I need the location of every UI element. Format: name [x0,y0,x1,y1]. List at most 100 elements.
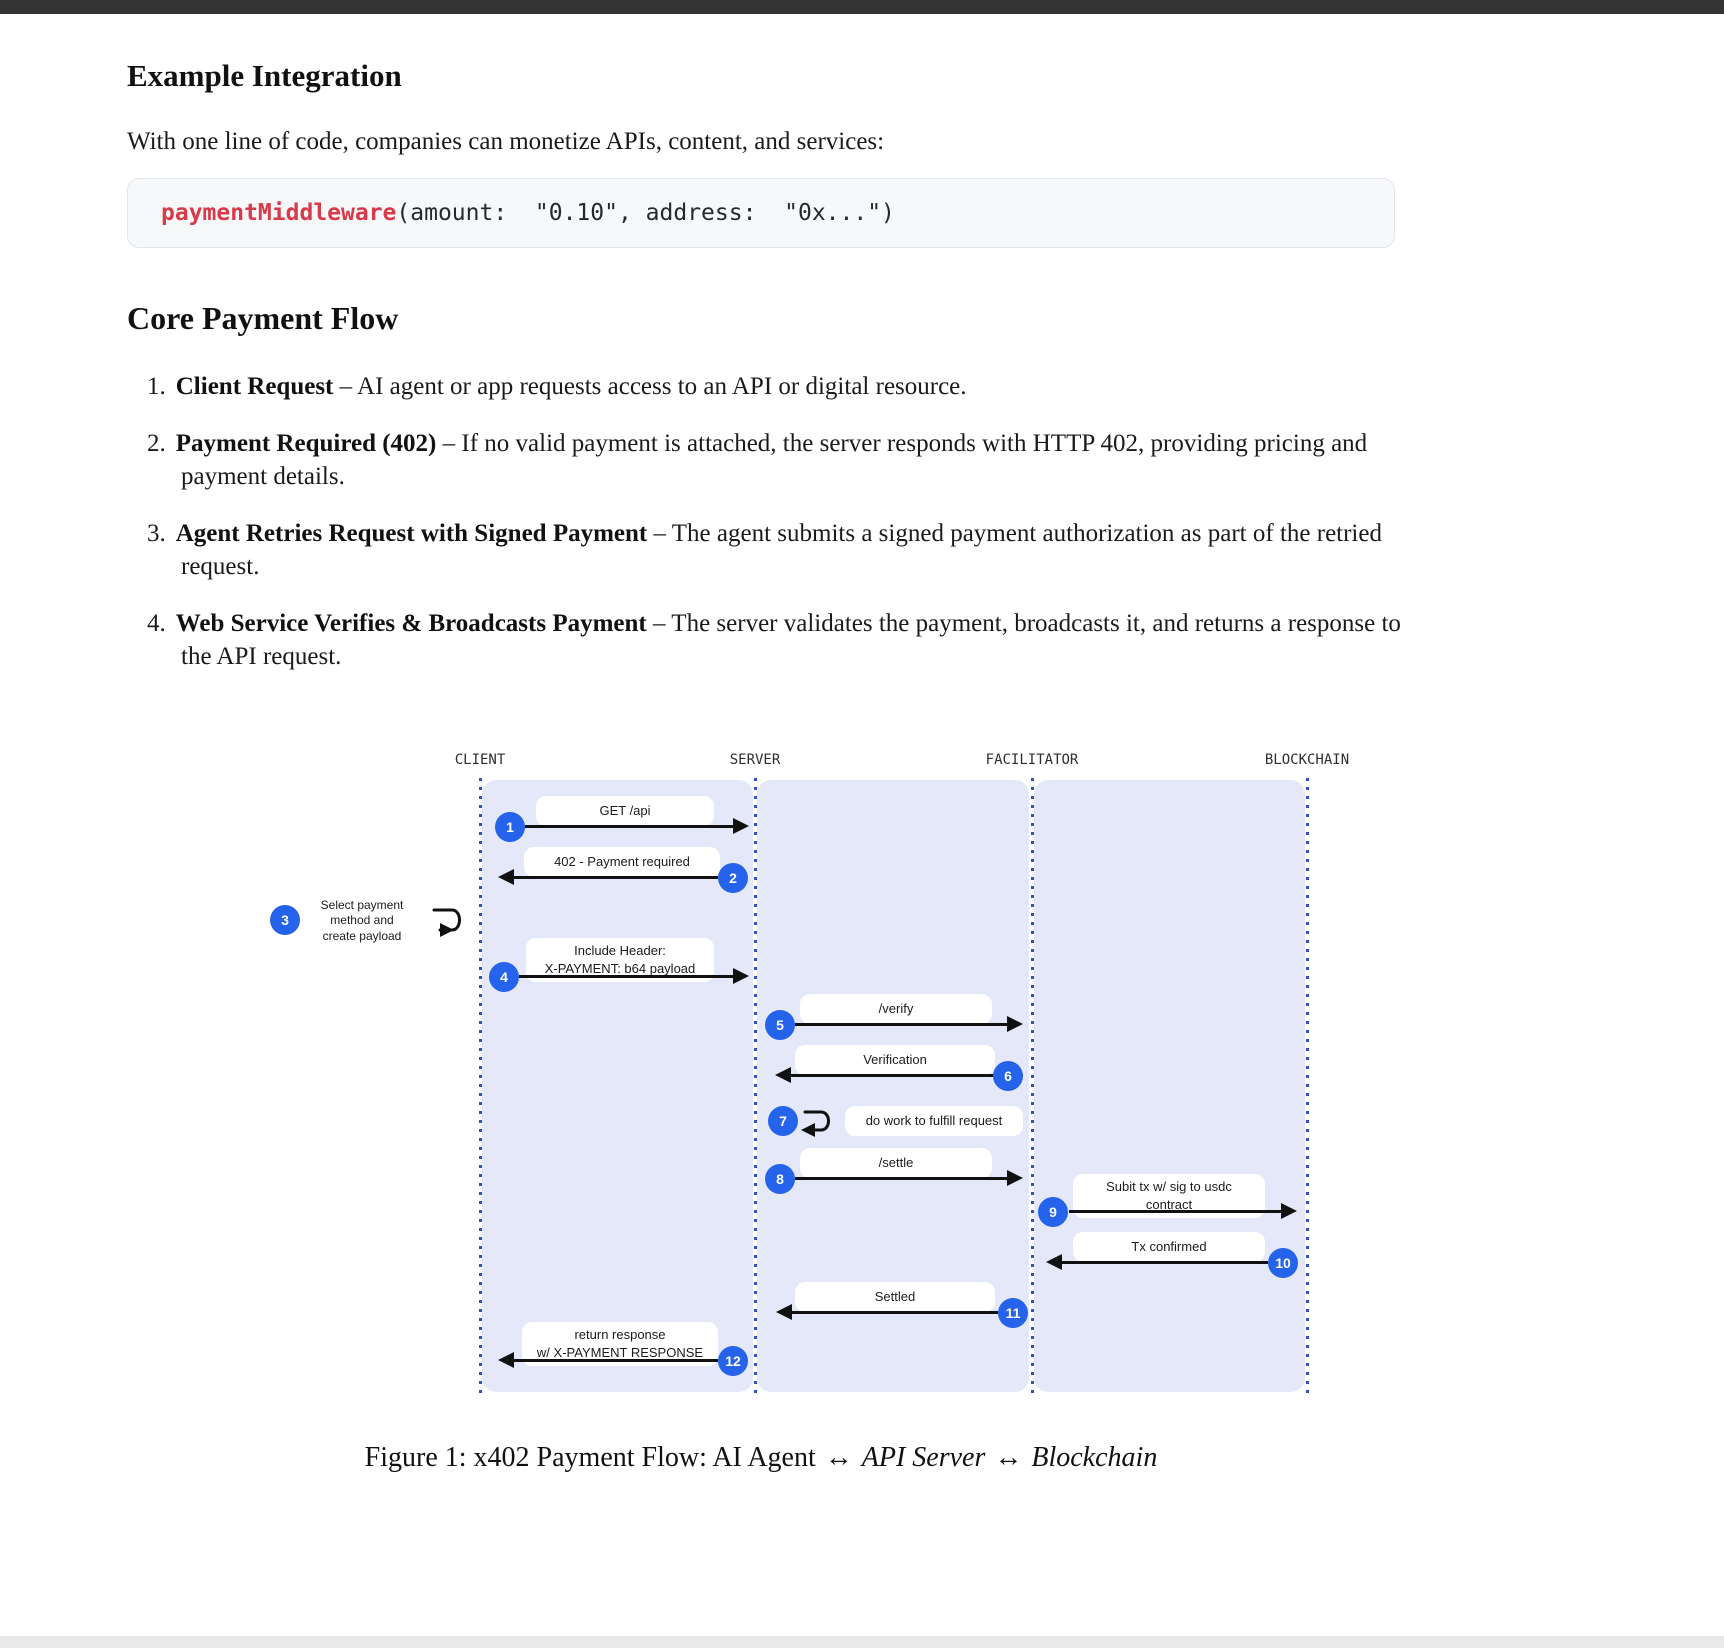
panel-client-server [482,780,753,1392]
lifeline-label-blockchain: BLOCKCHAIN [1264,752,1350,768]
lifeline-server [754,778,757,1394]
caption-entity-blockchain: Blockchain [1031,1442,1158,1473]
list-item-text: – If no valid payment is attached, the s… [181,430,1368,490]
message-12-text-line2: w/ X-PAYMENT RESPONSE [536,1345,704,1360]
window-top-bar [0,0,1724,14]
message-8-text: /settle [878,1154,914,1170]
step-9-badge: 9 [1038,1197,1068,1227]
message-8-arrow [795,1177,1007,1180]
figure-caption: Figure 1: x402 Payment Flow: AI Agent ↔ AP… [127,1442,1395,1474]
list-item-title: Web Service Verifies & Broadcasts Paymen… [175,610,647,637]
message-3-text-line2: method and [330,913,394,928]
arrowhead-right-icon [733,818,749,834]
lifeline-label-facilitator: FACILITATOR [985,752,1079,768]
message-5-arrow [795,1023,1007,1026]
self-loop-arrow-icon [801,1110,830,1137]
message-1-label: GET /api [536,796,714,826]
caption-entity-api-server: API Server [861,1442,986,1473]
arrowhead-right-icon [733,968,749,984]
message-10-text: Tx confirmed [1131,1238,1207,1254]
list-item-title: Client Request [175,373,334,400]
message-3-text-line3: create payload [322,928,402,943]
message-5-label: /verify [800,994,992,1024]
message-12-label: return response w/ X-PAYMENT RESPONSE [522,1322,718,1366]
list-item-title: Agent Retries Request with Signed Paymen… [175,520,648,547]
list-item: 1. Client Request – AI agent or app reque… [147,370,1409,403]
lifeline-client [479,778,482,1394]
numbered-list: 1. Client Request – AI agent or app reque… [147,370,1409,697]
code-snippet: paymentMiddleware(amount: "0.10", addres… [161,200,895,226]
step-1-badge: 1 [495,812,525,842]
page-bottom-edge [0,1636,1724,1648]
list-item-text: – The server validates the payment, broa… [181,610,1401,670]
message-12-text-line1: return response [574,1326,666,1342]
section-title-core-payment-flow: Core Payment Flow [127,300,399,336]
list-item-text: – AI agent or app requests access to an … [339,373,967,400]
lifeline-facilitator [1031,778,1034,1394]
lifeline-label-server: SERVER [729,752,781,768]
lifeline-blockchain [1306,778,1309,1394]
message-9-arrow [1069,1210,1281,1213]
arrowhead-right-icon [1007,1170,1023,1186]
message-6-text: Verification [863,1051,927,1067]
arrowhead-right-icon [1281,1203,1297,1219]
panel-facilitator-blockchain [1034,780,1305,1392]
message-4-text-line2: X-PAYMENT: b64 payload [544,961,696,976]
list-item-number: 4. [147,610,166,637]
message-7-text: do work to fulfill request [865,1112,1003,1128]
self-loop-arrow-icon [432,908,461,937]
lifeline-label-client: CLIENT [454,752,506,768]
arrowhead-left-icon [775,1067,791,1083]
message-9-text-line1: Subit tx w/ sig to usdc [1106,1178,1232,1194]
message-11-label: Settled [795,1282,995,1312]
message-6-arrow [791,1074,1023,1077]
section-title-example-integration: Example Integration [127,58,402,93]
message-10-arrow [1062,1261,1268,1264]
step-5-badge: 5 [765,1010,795,1040]
intro-paragraph: With one line of code, companies can mon… [127,128,885,155]
step-7-badge: 7 [768,1106,798,1136]
step-12-badge: 12 [718,1346,748,1376]
message-7-label: do work to fulfill request [845,1106,1023,1136]
message-2-arrow [514,876,718,879]
message-1-arrow [525,825,733,828]
message-5-text: /verify [878,1000,914,1016]
list-item-number: 3. [147,520,166,547]
message-6-label: Verification [795,1045,995,1075]
code-function-name: paymentMiddleware [161,200,397,226]
step-3-badge: 3 [270,905,300,935]
arrowhead-left-icon [498,1352,514,1368]
arrowhead-right-icon [1007,1016,1023,1032]
step-6-badge: 6 [993,1061,1023,1091]
message-1-text: GET /api [599,802,651,818]
step-8-badge: 8 [765,1164,795,1194]
list-item-text: – The agent submits a signed payment aut… [181,520,1382,580]
step-4-badge: 4 [489,962,519,992]
step-10-badge: 10 [1268,1248,1298,1278]
code-block: paymentMiddleware(amount: "0.10", addres… [127,178,1395,248]
message-4-label: Include Header: X-PAYMENT: b64 payload [526,938,714,982]
caption-prefix: Figure 1: x402 Payment Flow: AI Agent [364,1442,816,1473]
list-item: 4. Web Service Verifies & Broadcasts Paym… [147,607,1409,673]
list-item-number: 1. [147,373,166,400]
message-9-text-line2: contract [1145,1197,1193,1212]
message-10-label: Tx confirmed [1073,1232,1265,1262]
message-4-arrow [519,975,733,978]
left-right-arrow-icon: ↔ [994,1442,1023,1473]
message-12-arrow [514,1359,718,1362]
left-right-arrow-icon: ↔ [824,1442,853,1473]
list-item-number: 2. [147,430,166,457]
arrowhead-left-icon [1046,1254,1062,1270]
message-3-text-line1: Select payment [320,897,404,912]
list-item: 2. Payment Required (402) – If no valid p… [147,427,1409,493]
message-4-text-line1: Include Header: [574,942,666,958]
message-11-text: Settled [874,1288,916,1304]
code-arguments: (amount: "0.10", address: "0x...") [396,200,895,226]
step-2-badge: 2 [718,863,748,893]
message-8-label: /settle [800,1148,992,1178]
list-item-title: Payment Required (402) [175,430,437,457]
message-2-label: 402 - Payment required [524,847,720,877]
message-3-label: Select payment method and create payload [300,892,424,950]
arrowhead-left-icon [776,1304,792,1320]
